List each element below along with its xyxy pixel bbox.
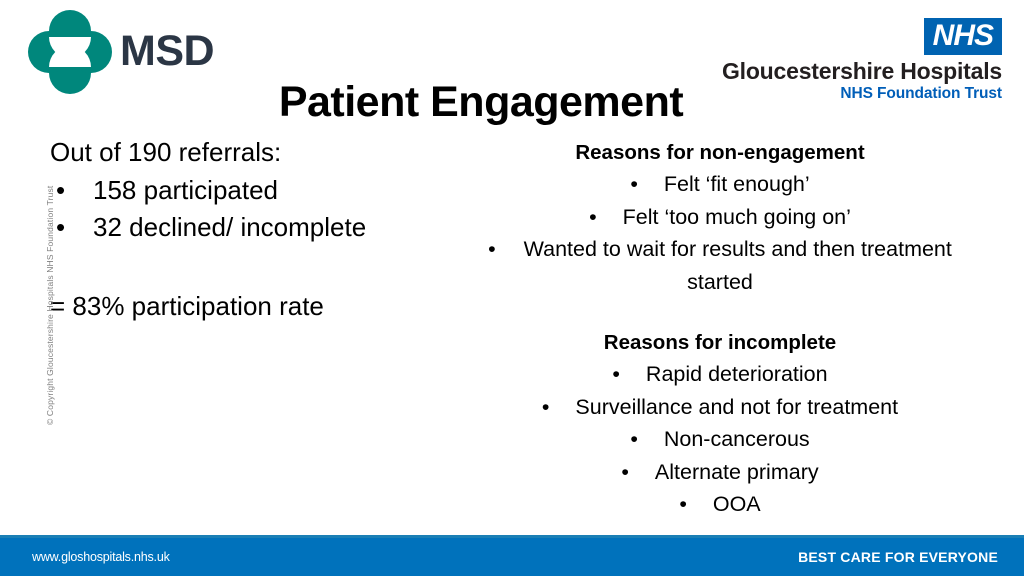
bullet-icon: • <box>589 204 597 229</box>
right-content-column: Reasons for non-engagement • Felt ‘fit en… <box>470 138 970 521</box>
bullet-icon: • <box>612 362 620 386</box>
list-item-label: OOA <box>712 492 761 516</box>
page-title: Patient Engagement <box>278 78 684 126</box>
list-item-label: Felt ‘too much going on’ <box>622 204 851 229</box>
section-heading-incomplete: Reasons for incomplete <box>603 331 837 354</box>
list-item-label: 158 participated <box>93 175 279 205</box>
list-item: • Wanted to wait for results and then tre… <box>470 233 970 298</box>
nhs-trust-name: Gloucestershire Hospitals <box>721 58 1002 84</box>
participation-rate-text: = 83% participation rate <box>50 291 324 321</box>
list-item-label: Wanted to wait for results and then trea… <box>523 237 952 294</box>
footer-bar: www.gloshospitals.nhs.uk BEST CARE FOR E… <box>0 535 1024 576</box>
list-item: • Rapid deterioration <box>470 358 970 391</box>
list-item: • Felt ‘too much going on’ <box>470 201 970 234</box>
list-item: • 32 declined/ incomplete <box>50 211 450 244</box>
bullet-icon: • <box>56 175 66 205</box>
bullet-icon: • <box>621 459 629 484</box>
bullet-icon: • <box>679 492 687 516</box>
list-item-label: 32 declined/ incomplete <box>93 212 367 242</box>
list-item: • Felt ‘fit enough’ <box>470 168 970 201</box>
list-item: • OOA <box>470 488 970 521</box>
msd-wordmark: MSD <box>120 27 215 75</box>
nhs-trust-logo: NHS Gloucestershire Hospitals NHS Founda… <box>712 18 1002 103</box>
list-item-label: Rapid deterioration <box>645 362 828 386</box>
nhs-logo-box: NHS <box>923 18 1002 55</box>
list-item: • Surveillance and not for treatment <box>470 391 970 424</box>
msd-logo: MSD <box>24 8 244 94</box>
list-item-label: Alternate primary <box>654 459 819 484</box>
msd-cloverleaf-icon <box>28 10 112 94</box>
bullet-icon: • <box>541 394 550 419</box>
section-spacer <box>470 298 970 328</box>
bullet-icon: • <box>630 172 638 196</box>
bullet-icon: • <box>630 427 638 451</box>
bullet-icon: • <box>56 212 66 242</box>
bullet-icon: • <box>488 237 496 261</box>
footer-website-url[interactable]: www.gloshospitals.nhs.uk <box>32 550 170 564</box>
nhs-foundation-trust-label: NHS Foundation Trust <box>840 85 1002 102</box>
list-item-label: Surveillance and not for treatment <box>575 394 899 419</box>
left-content-column: Out of 190 referrals: • 158 participated… <box>50 136 450 323</box>
list-item: • 158 participated <box>50 174 450 207</box>
footer-tagline: BEST CARE FOR EVERYONE <box>798 549 998 565</box>
list-item-label: Non-cancerous <box>663 427 810 451</box>
list-item-label: Felt ‘fit enough’ <box>663 172 810 196</box>
list-item: • Non-cancerous <box>470 423 970 456</box>
section-heading-non-engagement: Reasons for non-engagement <box>575 141 865 164</box>
referrals-lead-text: Out of 190 referrals: <box>50 137 282 167</box>
list-item: • Alternate primary <box>470 456 970 489</box>
vertical-copyright-text: © Copyright Gloucestershire Hospitals NH… <box>45 185 55 425</box>
